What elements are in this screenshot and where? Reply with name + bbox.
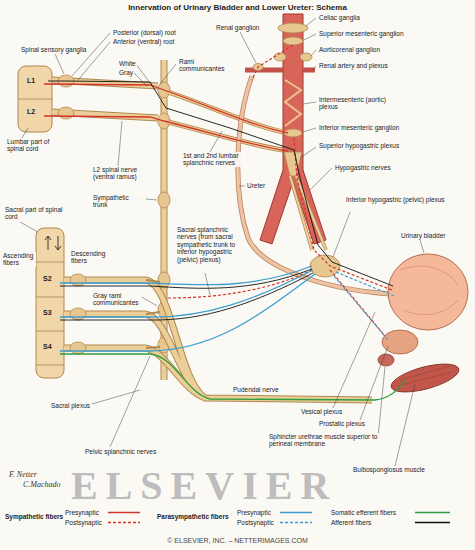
descending-arrow xyxy=(55,236,61,250)
sacral-nerve-outline xyxy=(64,280,372,400)
prostate xyxy=(382,330,418,354)
legend-sample xyxy=(415,512,450,514)
part-label: L2 spinal nerve (ventral ramus) xyxy=(92,166,156,181)
legend-sample xyxy=(280,512,312,514)
part-label: Sacral splanchnic nerves (from sacral sy… xyxy=(176,226,238,263)
part-label: S2 xyxy=(42,275,53,283)
ascending-arrow xyxy=(45,236,51,250)
aorticorenal-ganglion xyxy=(274,53,286,61)
trunk-ganglion xyxy=(158,192,170,208)
lumbar-cord xyxy=(18,66,52,132)
part-label: Celiac ganglia xyxy=(318,14,361,21)
part-label: Sphincter urethrae muscle superior to pe… xyxy=(268,433,380,448)
aorticorenal-ganglion xyxy=(300,53,312,61)
spinal-ganglion xyxy=(58,107,74,119)
part-label: Rami communicantes xyxy=(178,58,230,73)
part-label: Pelvic splanchnic nerves xyxy=(84,448,157,455)
copyright-caption: © ELSEVIER, INC. – NETTERIMAGES.COM xyxy=(0,537,475,545)
hypogastric-nerve-outline xyxy=(290,176,326,250)
parasympathetic-postsynaptic xyxy=(334,272,394,340)
part-label: Ureter xyxy=(246,182,266,189)
superior-hypogastric-plexus xyxy=(284,152,302,176)
part-label: 1st and 2nd lumbar splanchnic nerves xyxy=(182,152,244,167)
sacral-cord xyxy=(36,228,64,378)
part-label: Sacral part of spinal cord xyxy=(4,206,64,221)
part-label: Prostatic plexus xyxy=(318,420,366,427)
intermesenteric-plexus xyxy=(285,80,301,126)
trunk-ganglion xyxy=(158,272,170,288)
part-label: Superior mesenteric ganglion xyxy=(318,30,405,37)
sympathetic-presynaptic xyxy=(44,84,288,151)
urinary-bladder xyxy=(388,254,468,330)
sphincter-urethrae xyxy=(378,354,394,366)
somatic-efferent xyxy=(60,354,405,400)
spinal-ganglion xyxy=(70,274,86,286)
legend-text: Postsynaptic xyxy=(64,519,103,526)
part-label: Sympathetic trunk xyxy=(92,194,146,209)
part-label: S4 xyxy=(42,343,53,351)
legend-text: Presynaptic xyxy=(236,509,272,516)
part-label: Gray xyxy=(118,69,134,76)
part-label: Parasympathetic fibers xyxy=(156,513,230,520)
gray-rami xyxy=(146,280,160,348)
legend-text: Afferent fibers xyxy=(330,519,372,526)
legend-sample xyxy=(108,512,140,514)
part-label: Inferior hypogastric (pelvic) plexus xyxy=(345,196,447,203)
part-label: Posterior (dorsal) root xyxy=(112,29,177,36)
part-label: White xyxy=(118,60,137,67)
part-label: S3 xyxy=(42,309,53,317)
superior-mesenteric-ganglion xyxy=(283,37,303,45)
part-label: Intermesenteric (aortic) plexus xyxy=(318,96,400,111)
part-label: L2 xyxy=(26,108,36,116)
diagram-title: Innervation of Urinary Bladder and Lower… xyxy=(0,3,475,12)
sacral-nerve xyxy=(64,280,372,400)
part-label: ELSEVIER xyxy=(70,466,338,506)
sympathetic-postsynaptic xyxy=(168,45,392,336)
part-label: Inferior mesenteric ganglion xyxy=(318,124,400,131)
part-label: Sacral plexus xyxy=(50,402,91,409)
legend-text: Postsynaptic xyxy=(236,519,275,526)
celiac-ganglion xyxy=(278,23,308,33)
part-label: C.Machado xyxy=(22,480,62,489)
part-label: Urinary bladder xyxy=(400,232,446,239)
part-label: Pudendal nerve xyxy=(232,386,280,393)
spinal-ganglion xyxy=(70,342,86,354)
part-label: Renal artery and plexus xyxy=(318,62,389,69)
muscle-striation xyxy=(398,366,452,386)
part-label: F. Netter xyxy=(8,470,38,479)
part-label: Superior hypogastric plexus xyxy=(318,142,400,149)
part-label: Descending fibers xyxy=(70,250,112,265)
hypogastric-nerve xyxy=(290,176,326,250)
segment-line xyxy=(36,262,64,365)
part-label: Hypogastric nerves xyxy=(334,164,392,171)
part-label: Gray rami communicantes xyxy=(92,292,142,307)
part-label: Vesical plexus xyxy=(300,408,343,415)
aortic-ganglia xyxy=(253,23,312,176)
segment-line xyxy=(18,99,52,100)
legend-text: Presynaptic xyxy=(64,509,100,516)
part-label: Renal ganglion xyxy=(215,24,260,31)
afferent-fiber xyxy=(48,81,393,320)
part-label: L1 xyxy=(26,77,36,85)
bladder-folds xyxy=(400,266,458,314)
part-label: Bulbospongiosus muscle xyxy=(352,466,426,473)
legend-sample xyxy=(280,522,312,524)
splanchnic-nerve xyxy=(168,92,283,150)
legend-sample xyxy=(415,522,450,524)
parasympathetic-presynaptic xyxy=(60,266,315,351)
part-label: Spinal sensory ganglia xyxy=(20,46,87,53)
splanchnic-nerve-outline xyxy=(168,92,283,150)
spinal-ganglion xyxy=(70,308,86,320)
part-label: Sympathetic fibers xyxy=(4,513,64,520)
part-label: Ascending fibers xyxy=(2,252,36,267)
part-label: Lumbar part of spinal cord xyxy=(6,138,68,153)
legend-sample xyxy=(108,522,140,524)
part-label: Anterior (ventral) root xyxy=(112,38,175,45)
part-label: Aorticorenal ganglion xyxy=(318,46,381,53)
bulbospongiosus xyxy=(388,358,461,397)
leader-line xyxy=(20,18,424,466)
legend-text: Somatic efferent fibers xyxy=(330,509,397,516)
